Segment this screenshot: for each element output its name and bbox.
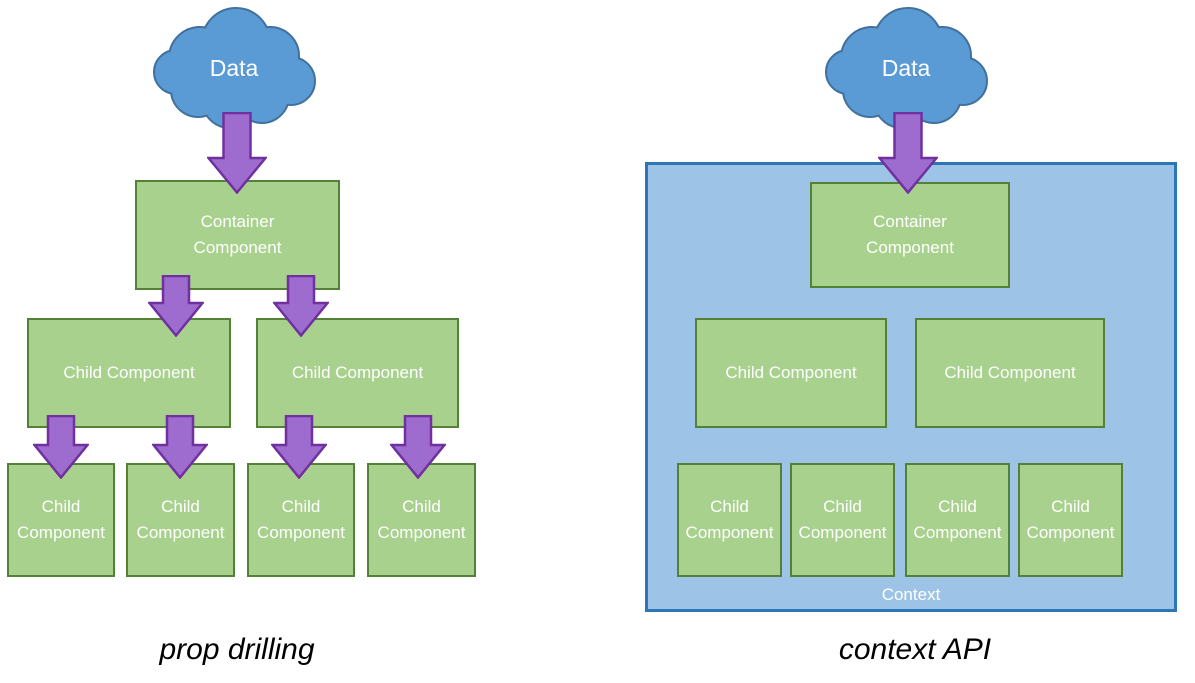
child-to-grandchild-arrow-icon — [33, 415, 89, 479]
child-component-label: Child Component — [377, 496, 466, 542]
child-component-box: Child Component — [7, 463, 115, 577]
child-component-label: Child Component — [17, 496, 105, 542]
child-component-label: Child Component — [257, 496, 345, 542]
child-component-box: Child Component — [915, 318, 1105, 428]
child-component-box: Child Component — [677, 463, 782, 577]
child-component-box: Child Component — [905, 463, 1010, 577]
container-component-box: Container Component — [135, 180, 340, 290]
child-component-label: Child Component — [291, 362, 424, 382]
child-component-box: Child Component — [247, 463, 355, 577]
data-cloud-label: Data — [209, 54, 259, 81]
prop-drilling-caption: prop drilling — [159, 633, 315, 666]
child-component-box: Child Component — [1018, 463, 1123, 577]
child-component-label: Child Component — [63, 362, 195, 382]
container-component-label: Container Component — [866, 211, 954, 257]
child-component-label: Child Component — [136, 496, 225, 542]
context-api-caption: context API — [838, 633, 992, 666]
child-to-grandchild-arrow-icon — [390, 415, 446, 479]
child-component-box: Child Component — [790, 463, 895, 577]
child-to-grandchild-arrow-icon — [271, 415, 327, 479]
child-component-box: Child Component — [126, 463, 235, 577]
child-to-grandchild-arrow-icon — [152, 415, 208, 479]
data-to-container-arrow-icon — [878, 112, 938, 194]
child-component-label: Child Component — [685, 496, 774, 542]
container-component-box: Container Component — [810, 182, 1010, 288]
child-component-label: Child Component — [725, 362, 857, 382]
child-component-box: Child Component — [27, 318, 231, 428]
context-label: Context — [881, 585, 941, 604]
child-component-label: Child Component — [944, 362, 1076, 382]
data-cloud-label: Data — [881, 54, 931, 81]
child-component-label: Child Component — [798, 496, 887, 542]
child-component-label: Child Component — [913, 496, 1002, 542]
child-component-box: Child Component — [256, 318, 459, 428]
child-component-label: Child Component — [1026, 496, 1115, 542]
container-component-label: Container Component — [193, 211, 282, 257]
data-to-container-arrow-icon — [207, 112, 267, 194]
child-component-box: Child Component — [367, 463, 476, 577]
container-to-child-arrow-icon — [148, 275, 204, 337]
container-to-child-arrow-icon — [273, 275, 329, 337]
child-component-box: Child Component — [695, 318, 887, 428]
